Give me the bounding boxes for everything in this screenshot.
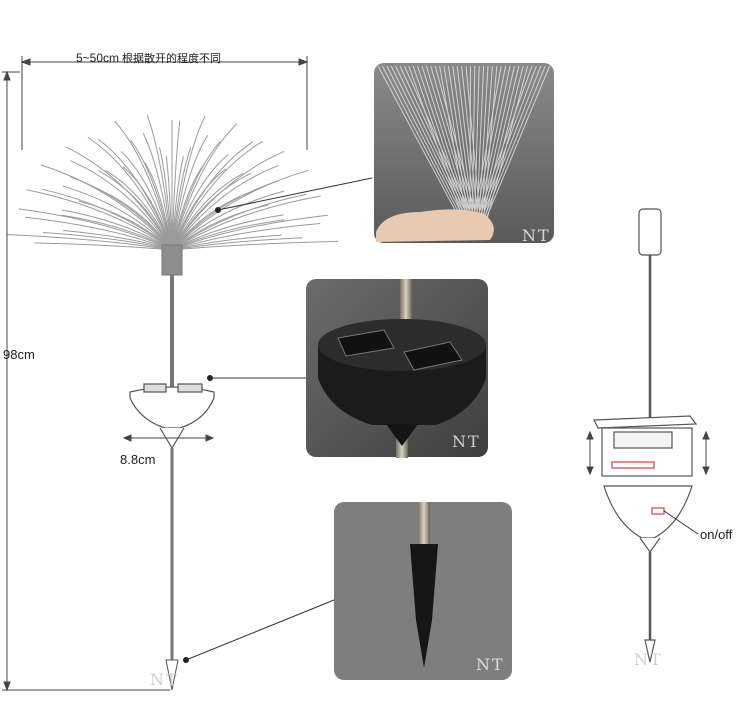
hand-shape: [376, 209, 494, 242]
photo-solar-head: [306, 279, 488, 458]
photo-fiber-closeup: [374, 63, 554, 243]
spread-dimension-arrow: [20, 56, 309, 150]
photo-stake-spike: [334, 502, 512, 680]
fiber-light-drawing: [2, 56, 339, 692]
base-width-label: 8.8cm: [120, 452, 156, 467]
switch-icon: [651, 507, 665, 515]
schematic-drawing: [586, 208, 710, 663]
switch-label: on/off: [700, 527, 733, 542]
callout-lines: [185, 177, 373, 661]
height-dimension-arrow: [2, 70, 170, 692]
watermark-drawing: NT: [150, 670, 179, 689]
battery-icon: [613, 431, 673, 449]
watermark-photo-2: NT: [452, 432, 481, 451]
watermark-schematic: NT: [634, 650, 663, 669]
base-width-arrow: [122, 434, 215, 442]
fiber-collar: [161, 244, 183, 276]
spread-width-note: 根据散开的程度不同: [122, 52, 222, 65]
fiber-optic-fan: [6, 115, 339, 251]
watermark-photo-3: NT: [476, 655, 505, 674]
spread-width-value: 5~50cm: [76, 51, 120, 65]
height-label: 98cm: [3, 347, 35, 362]
watermark-photo-1: NT: [522, 226, 551, 245]
stake-spike: [165, 659, 179, 691]
